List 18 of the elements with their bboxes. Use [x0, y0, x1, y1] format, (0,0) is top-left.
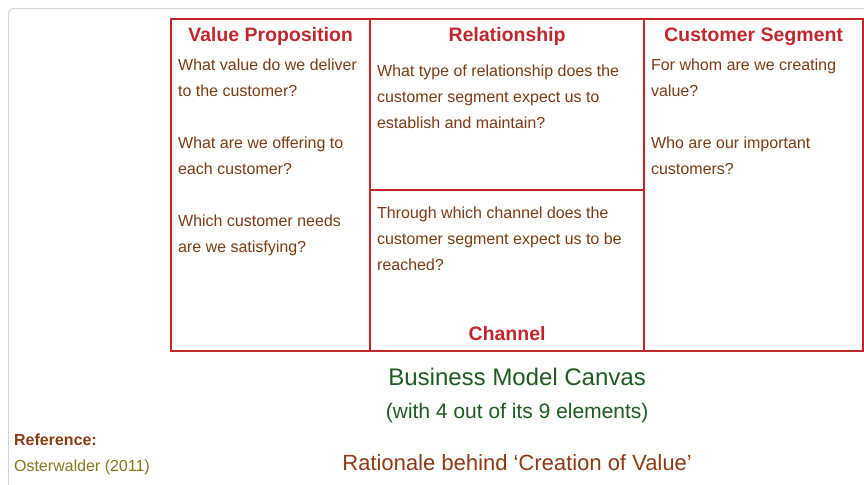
canvas-block	[643, 18, 864, 352]
block-question: For whom are we creating value?	[651, 56, 837, 102]
canvas-block	[170, 18, 371, 352]
caption: Rationale behind ‘Creation of Value’	[341, 450, 693, 476]
block-question: Which customer needs are we satisfying?	[178, 212, 342, 258]
block-heading: Channel	[468, 323, 546, 346]
reference-citation: Osterwalder (2011)	[14, 458, 150, 476]
block-heading: Value Proposition	[187, 24, 354, 47]
block-question: What value do we deliver to the customer?	[178, 56, 358, 102]
title: Business Model Canvas	[387, 364, 647, 392]
block-question: What type of relationship does the customer segment expect us to establish and maintain?	[377, 62, 620, 134]
block-heading: Relationship	[447, 24, 566, 47]
subtitle: (with 4 out of its 9 elements)	[384, 400, 650, 424]
block-heading: Customer Segment	[663, 24, 844, 47]
block-question: Who are our important customers?	[651, 134, 812, 180]
block-question: What are we offering to each customer?	[178, 134, 344, 180]
block-question: Through which channel does the customer segment expect us to be reached?	[377, 204, 623, 276]
reference-heading: Reference:	[14, 432, 97, 450]
